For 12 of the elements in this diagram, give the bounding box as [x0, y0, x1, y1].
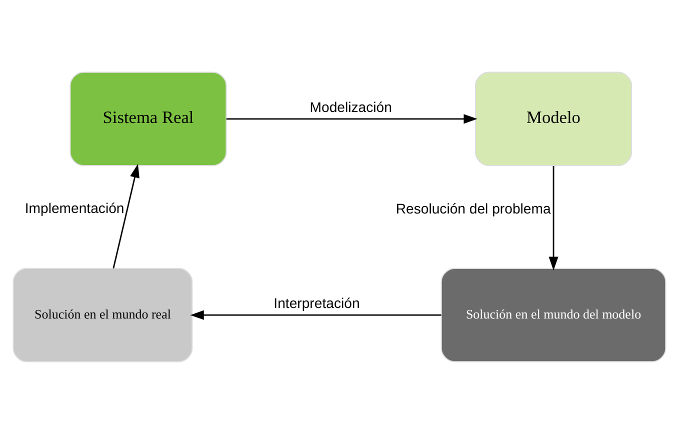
edge-label: Modelización	[310, 98, 392, 115]
arrow	[190, 310, 442, 320]
arrow	[548, 166, 558, 270]
arrow	[226, 114, 478, 124]
node-box: Solución en el mundo real	[12, 268, 193, 362]
arrow	[112, 164, 140, 268]
node-box: Solución en el mundo del modelo	[440, 268, 666, 362]
edge-label: Implementación	[24, 200, 124, 216]
edge-label: Resolución del problema	[396, 200, 551, 216]
node-box: Modelo	[474, 72, 632, 166]
node-box: Sistema Real	[70, 72, 227, 166]
edge-label: Interpretación	[274, 294, 360, 311]
